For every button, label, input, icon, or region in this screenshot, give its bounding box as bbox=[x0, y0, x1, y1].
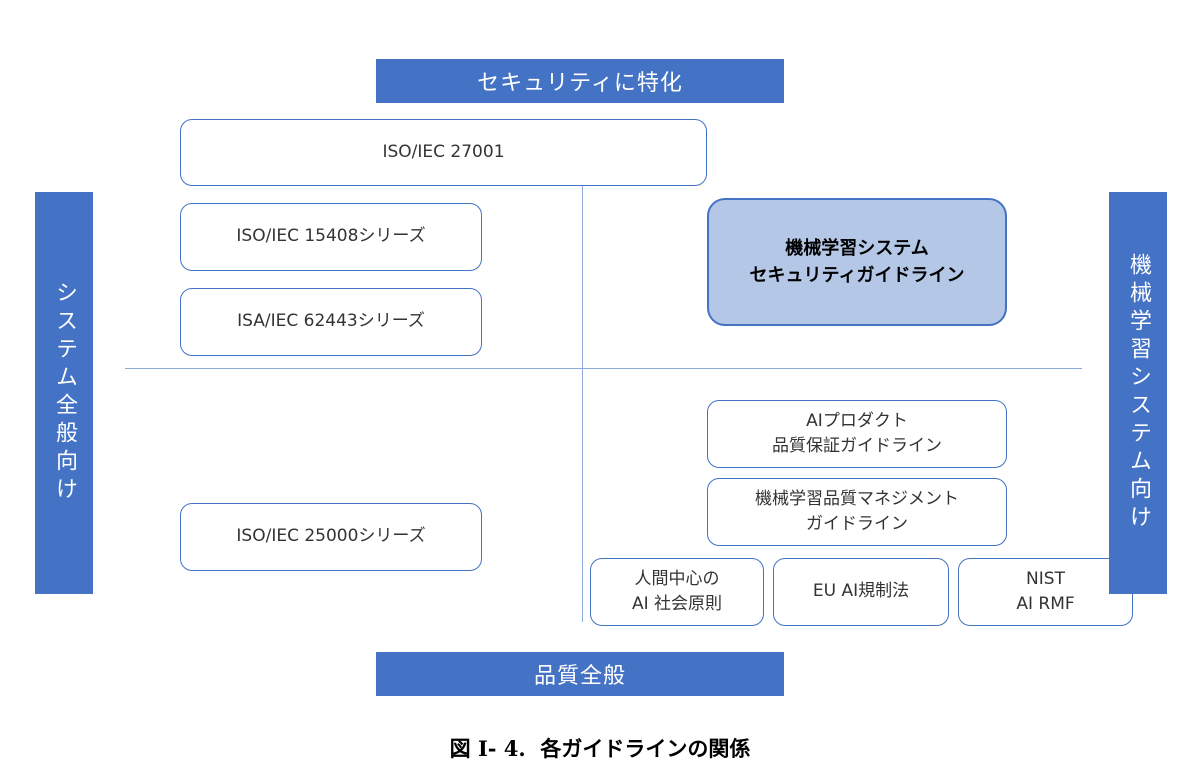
box-iso-iec-15408-series: ISO/IEC 15408シリーズ bbox=[180, 203, 482, 271]
axis-top-security-specific: セキュリティに特化 bbox=[376, 59, 784, 103]
box-iso-iec-27001: ISO/IEC 27001 bbox=[180, 119, 707, 186]
box-nist-ai-rmf: NIST AI RMF bbox=[958, 558, 1133, 626]
box-human-centric-ai-principles: 人間中心の AI 社会原則 bbox=[590, 558, 764, 626]
box-ml-quality-management-guideline: 機械学習品質マネジメント ガイドライン bbox=[707, 478, 1007, 546]
box-ml-system-security-guideline: 機械学習システム セキュリティガイドライン bbox=[707, 198, 1007, 326]
box-eu-ai-act: EU AI規制法 bbox=[773, 558, 949, 626]
box-iso-iec-25000-series: ISO/IEC 25000シリーズ bbox=[180, 503, 482, 571]
figure-caption: 図 I- 4. 各ガイドラインの関係 bbox=[449, 736, 751, 761]
horizontal-divider bbox=[125, 368, 1082, 369]
vertical-divider bbox=[582, 186, 583, 622]
axis-bottom-quality-general: 品質全般 bbox=[376, 652, 784, 696]
axis-left-general-systems: システム全般向け bbox=[35, 192, 93, 594]
axis-right-ml-systems: 機械学習システム向け bbox=[1109, 192, 1167, 594]
box-ai-product-quality-guideline: AIプロダクト 品質保証ガイドライン bbox=[707, 400, 1007, 468]
box-isa-iec-62443-series: ISA/IEC 62443シリーズ bbox=[180, 288, 482, 356]
